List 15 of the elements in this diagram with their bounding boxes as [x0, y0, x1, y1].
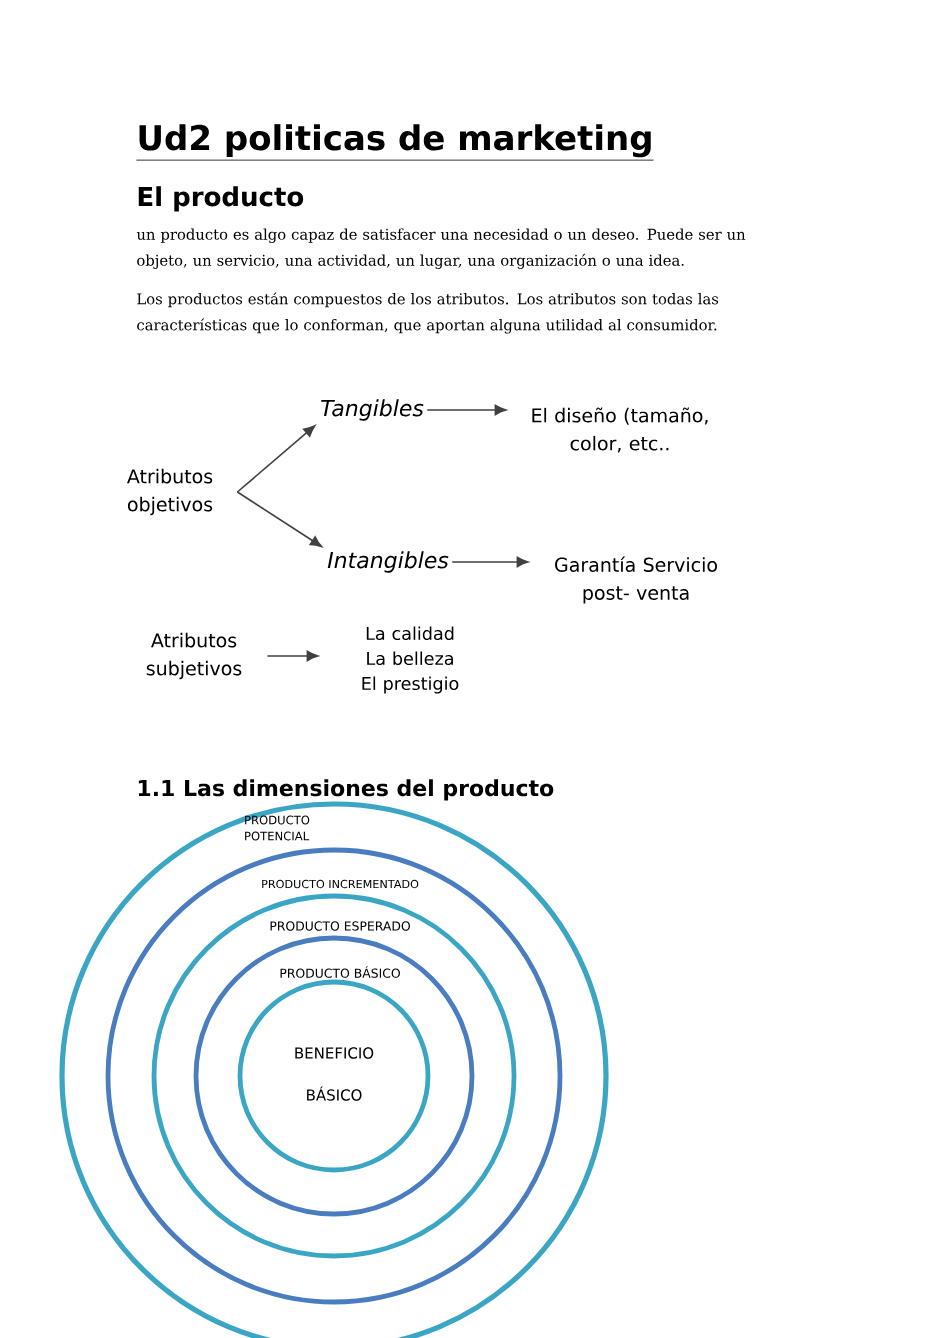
arrow	[236, 491, 323, 548]
heading: El producto	[138, 186, 304, 212]
arrow	[451, 556, 529, 568]
example-text: Garantía Servicio post- venta	[555, 556, 717, 604]
example-text: El diseño (tamaño, color, etc..	[532, 407, 708, 453]
category-label: Tangibles	[321, 399, 424, 421]
heading: 1.1 Las dimensiones del producto	[138, 779, 554, 801]
title: Ud2 politicas de marketing	[136, 124, 654, 161]
attribute-label: Atributos objetivos	[127, 468, 213, 516]
attribute-label: Atributos subjetivos	[146, 632, 242, 680]
category-label: Intangibles	[327, 551, 449, 573]
arrow	[426, 404, 507, 416]
arrow	[266, 650, 319, 662]
arrow	[236, 425, 316, 493]
example-text: La calidad La belleza El prestigio	[362, 626, 459, 694]
